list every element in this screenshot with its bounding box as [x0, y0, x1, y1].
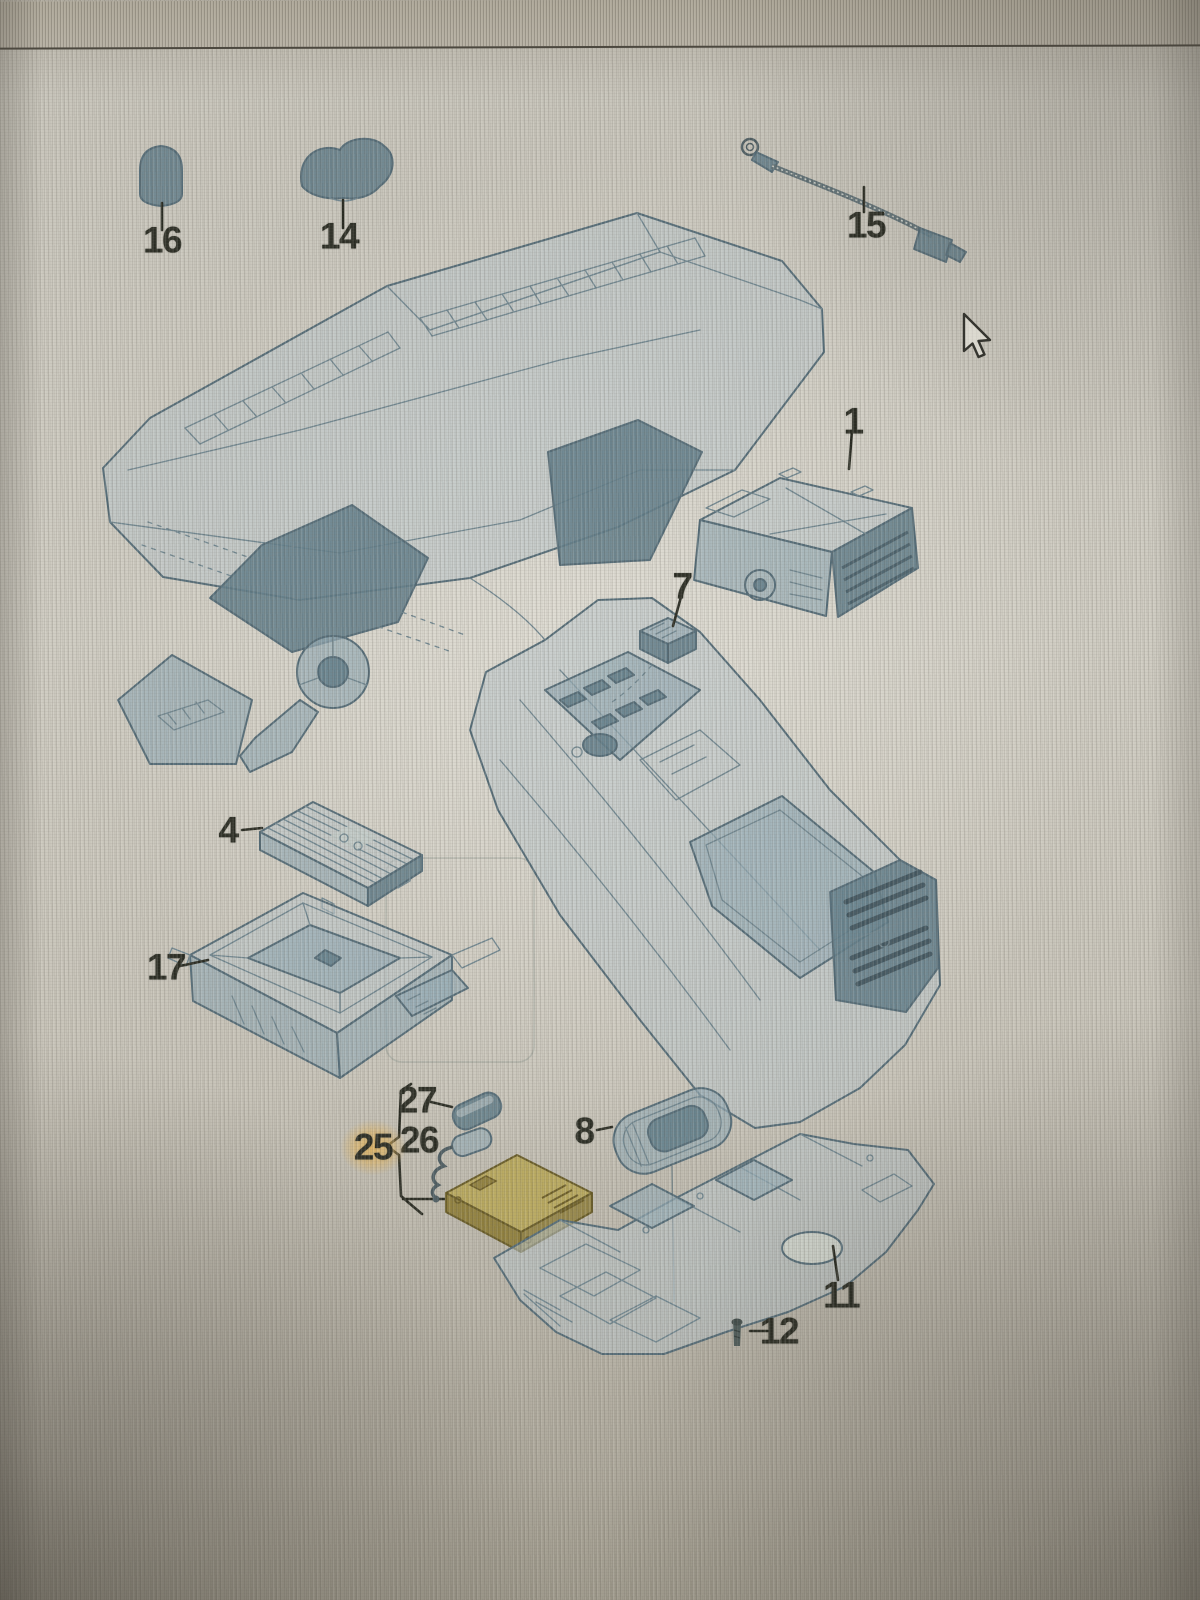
part-15-antenna-cable [740, 137, 967, 263]
part-7-connector [611, 617, 697, 703]
callout-label-16: 16 [142, 219, 183, 261]
screen-top-seam [0, 0, 1200, 50]
reference-frame [385, 857, 535, 1063]
callout-label-1: 1 [843, 400, 864, 442]
center-console [469, 597, 941, 1129]
callout-label-8: 8 [574, 1110, 595, 1152]
callout-label-26: 26 [399, 1119, 440, 1161]
part-16-knob [139, 145, 183, 207]
callout-label-15: 15 [846, 204, 887, 246]
part-14-shift-boot [300, 137, 394, 202]
part-8-module-pod [612, 1087, 733, 1303]
callout-label-7: 7 [672, 565, 693, 607]
callout-label-4: 4 [218, 809, 239, 851]
callout-label-27: 27 [397, 1079, 438, 1121]
part-25-control-module-highlighted [445, 1154, 593, 1253]
part-26-cable [430, 1145, 454, 1200]
callout-label-12: 12 [759, 1310, 800, 1352]
part-4-amplifier-module [259, 801, 423, 915]
part-1-head-unit [693, 467, 919, 618]
part-27-sensor [451, 1091, 503, 1131]
part-12-screw [731, 1318, 743, 1346]
callout-label-14: 14 [319, 215, 360, 257]
callout-label-17: 17 [146, 946, 187, 988]
callout-label-11: 11 [822, 1274, 861, 1316]
dashboard-assembly [102, 212, 825, 773]
part-26-sensor [451, 1127, 493, 1158]
part-25-26-27-group [385, 1082, 593, 1253]
callout-leader-lines [160, 185, 866, 1333]
part-11-carrier-bracket [493, 1133, 935, 1355]
mouse-cursor-icon [962, 312, 996, 367]
callout-label-25: 25 [353, 1126, 394, 1168]
part-17-storage-tray [167, 892, 501, 1079]
